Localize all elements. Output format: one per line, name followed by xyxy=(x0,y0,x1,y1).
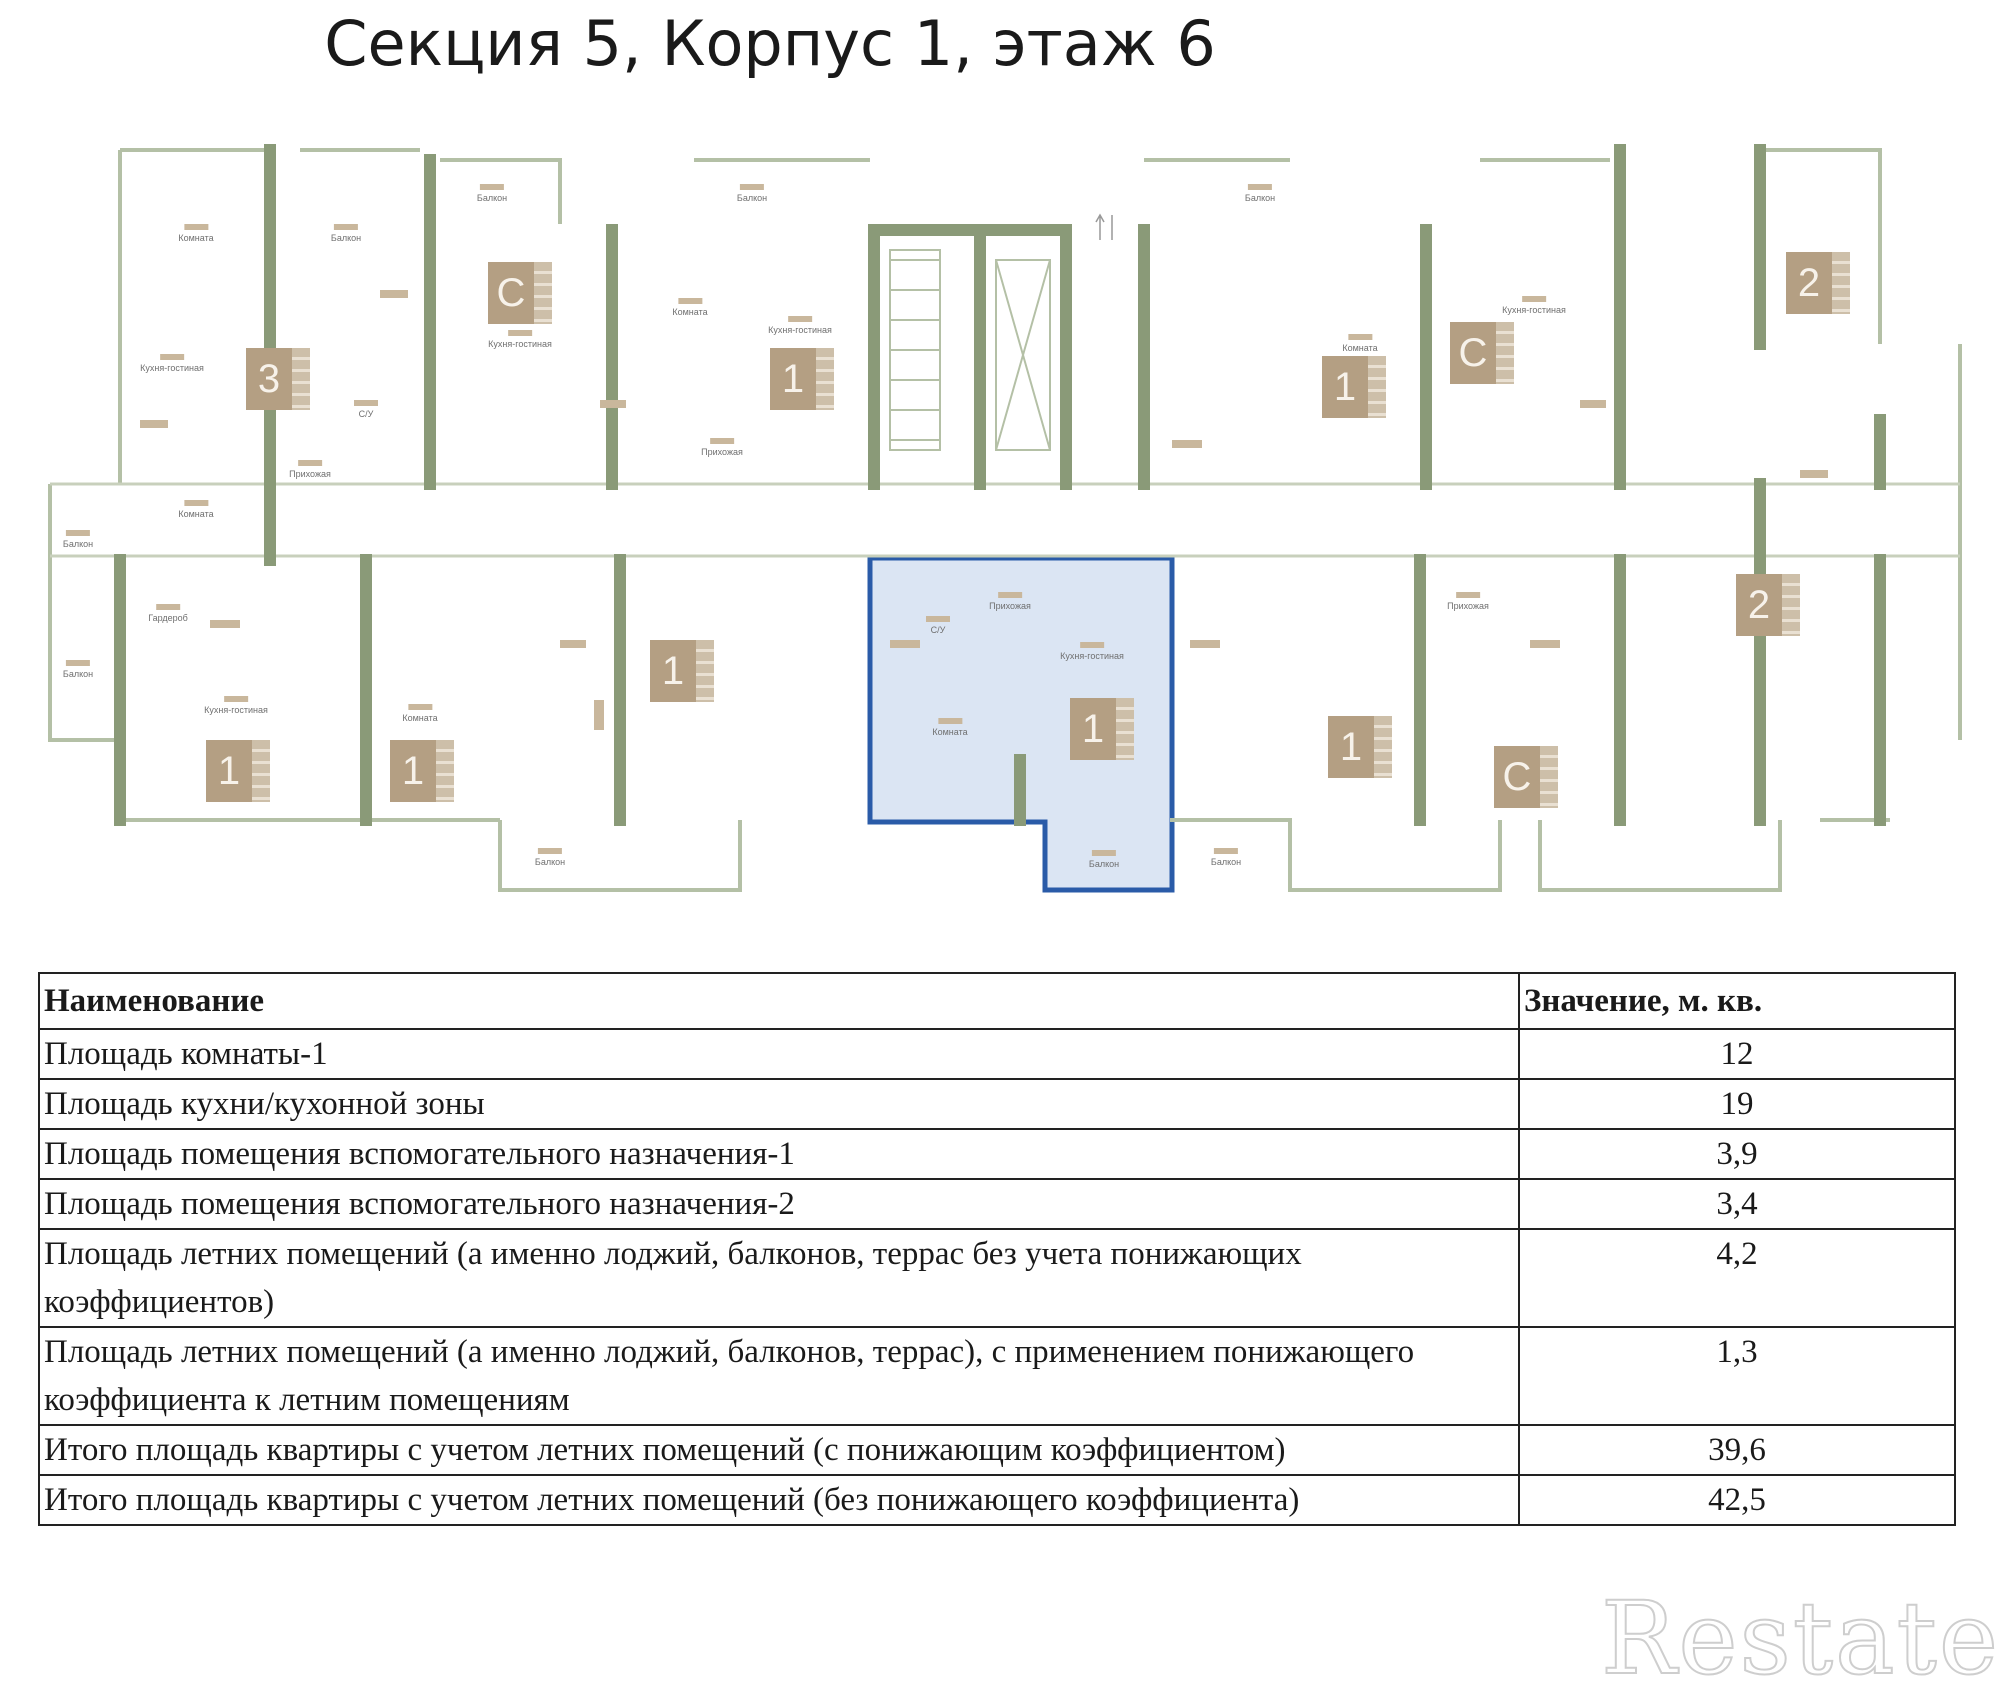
row-value: 4,2 xyxy=(1518,1228,1956,1328)
row-value: 3,4 xyxy=(1518,1178,1956,1230)
room-tag: С/У xyxy=(926,616,950,635)
table-row: Площадь помещения вспомогательного назна… xyxy=(38,1128,1956,1180)
table-row: Площадь комнаты-1 12 xyxy=(38,1028,1956,1080)
row-value: 19 xyxy=(1518,1078,1956,1130)
room-tag: Балкон xyxy=(477,184,507,203)
room-tag: Кухня-гостиная xyxy=(204,696,268,715)
table-row: Площадь летних помещений (а именно лоджи… xyxy=(38,1228,1956,1328)
unit-badge: С xyxy=(1494,746,1558,808)
row-value: 3,9 xyxy=(1518,1128,1956,1180)
table-header-row: Наименование Значение, м. кв. xyxy=(38,972,1956,1030)
row-name: Площадь летних помещений (а именно лоджи… xyxy=(38,1326,1520,1426)
room-tag: Кухня-гостиная xyxy=(140,354,204,373)
room-tag: Комната xyxy=(178,224,213,243)
table-row: Площадь летних помещений (а именно лоджи… xyxy=(38,1326,1956,1426)
room-tag: Комната xyxy=(932,718,967,737)
room-tag: Балкон xyxy=(1245,184,1275,203)
unit-badge: С xyxy=(488,262,552,324)
room-tag: Балкон xyxy=(63,530,93,549)
area-table: Наименование Значение, м. кв. Площадь ко… xyxy=(38,972,1956,1526)
unit-badge: 1 xyxy=(650,640,714,702)
room-tag: Комната xyxy=(672,298,707,317)
unit-badge: 1 xyxy=(206,740,270,802)
highlighted-apartment[interactable] xyxy=(867,555,1175,893)
table-row: Площадь помещения вспомогательного назна… xyxy=(38,1178,1956,1230)
row-name: Площадь помещения вспомогательного назна… xyxy=(38,1178,1520,1230)
unit-badge: 1 xyxy=(1322,356,1386,418)
room-tag: Балкон xyxy=(1089,850,1119,869)
unit-badge: 1 xyxy=(1070,698,1134,760)
unit-badge: 3 xyxy=(246,348,310,410)
room-tag: Балкон xyxy=(331,224,361,243)
unit-badge: 1 xyxy=(770,348,834,410)
unit-badge: 1 xyxy=(390,740,454,802)
unit-badge: 2 xyxy=(1736,574,1800,636)
room-tag: Кухня-гостиная xyxy=(1060,642,1124,661)
room-tag: Комната xyxy=(178,500,213,519)
room-tag: Комната xyxy=(402,704,437,723)
room-tag: Кухня-гостиная xyxy=(488,330,552,349)
unit-badge: 1 xyxy=(1328,716,1392,778)
watermark-logo: Restate xyxy=(1600,1579,2000,1698)
room-tag: Комната xyxy=(1342,334,1377,353)
room-tag: Балкон xyxy=(1211,848,1241,867)
page-title: Секция 5, Корпус 1, этаж 6 xyxy=(324,7,1216,80)
table-row: Итого площадь квартиры с учетом летних п… xyxy=(38,1474,1956,1526)
table-row: Площадь кухни/кухонной зоны 19 xyxy=(38,1078,1956,1130)
row-value: 39,6 xyxy=(1518,1424,1956,1476)
header-name: Наименование xyxy=(38,972,1520,1030)
north-arrow-icon xyxy=(1095,213,1113,240)
table-row: Итого площадь квартиры с учетом летних п… xyxy=(38,1424,1956,1476)
room-tag: Прихожая xyxy=(289,460,331,479)
room-tag: Балкон xyxy=(737,184,767,203)
row-value: 12 xyxy=(1518,1028,1956,1080)
unit-badge: С xyxy=(1450,322,1514,384)
room-tag: Балкон xyxy=(535,848,565,867)
unit-badge: 2 xyxy=(1786,252,1850,314)
row-name: Площадь помещения вспомогательного назна… xyxy=(38,1128,1520,1180)
room-tag: Кухня-гостиная xyxy=(1502,296,1566,315)
room-tag: Прихожая xyxy=(989,592,1031,611)
room-tag: Прихожая xyxy=(1447,592,1489,611)
floor-plan xyxy=(48,144,1962,893)
row-name: Площадь летних помещений (а именно лоджи… xyxy=(38,1228,1520,1328)
row-name: Итого площадь квартиры с учетом летних п… xyxy=(38,1474,1520,1526)
room-tag: Гардероб xyxy=(148,604,188,623)
row-value: 1,3 xyxy=(1518,1326,1956,1426)
room-tag: Балкон xyxy=(63,660,93,679)
stair-core xyxy=(889,249,1051,451)
row-name: Площадь кухни/кухонной зоны xyxy=(38,1078,1520,1130)
header-value: Значение, м. кв. xyxy=(1518,972,1956,1030)
row-name: Площадь комнаты-1 xyxy=(38,1028,1520,1080)
room-tag: С/У xyxy=(354,400,378,419)
room-tag: Прихожая xyxy=(701,438,743,457)
row-name: Итого площадь квартиры с учетом летних п… xyxy=(38,1424,1520,1476)
room-tag: Кухня-гостиная xyxy=(768,316,832,335)
corridor xyxy=(50,484,1960,556)
row-value: 42,5 xyxy=(1518,1474,1956,1526)
